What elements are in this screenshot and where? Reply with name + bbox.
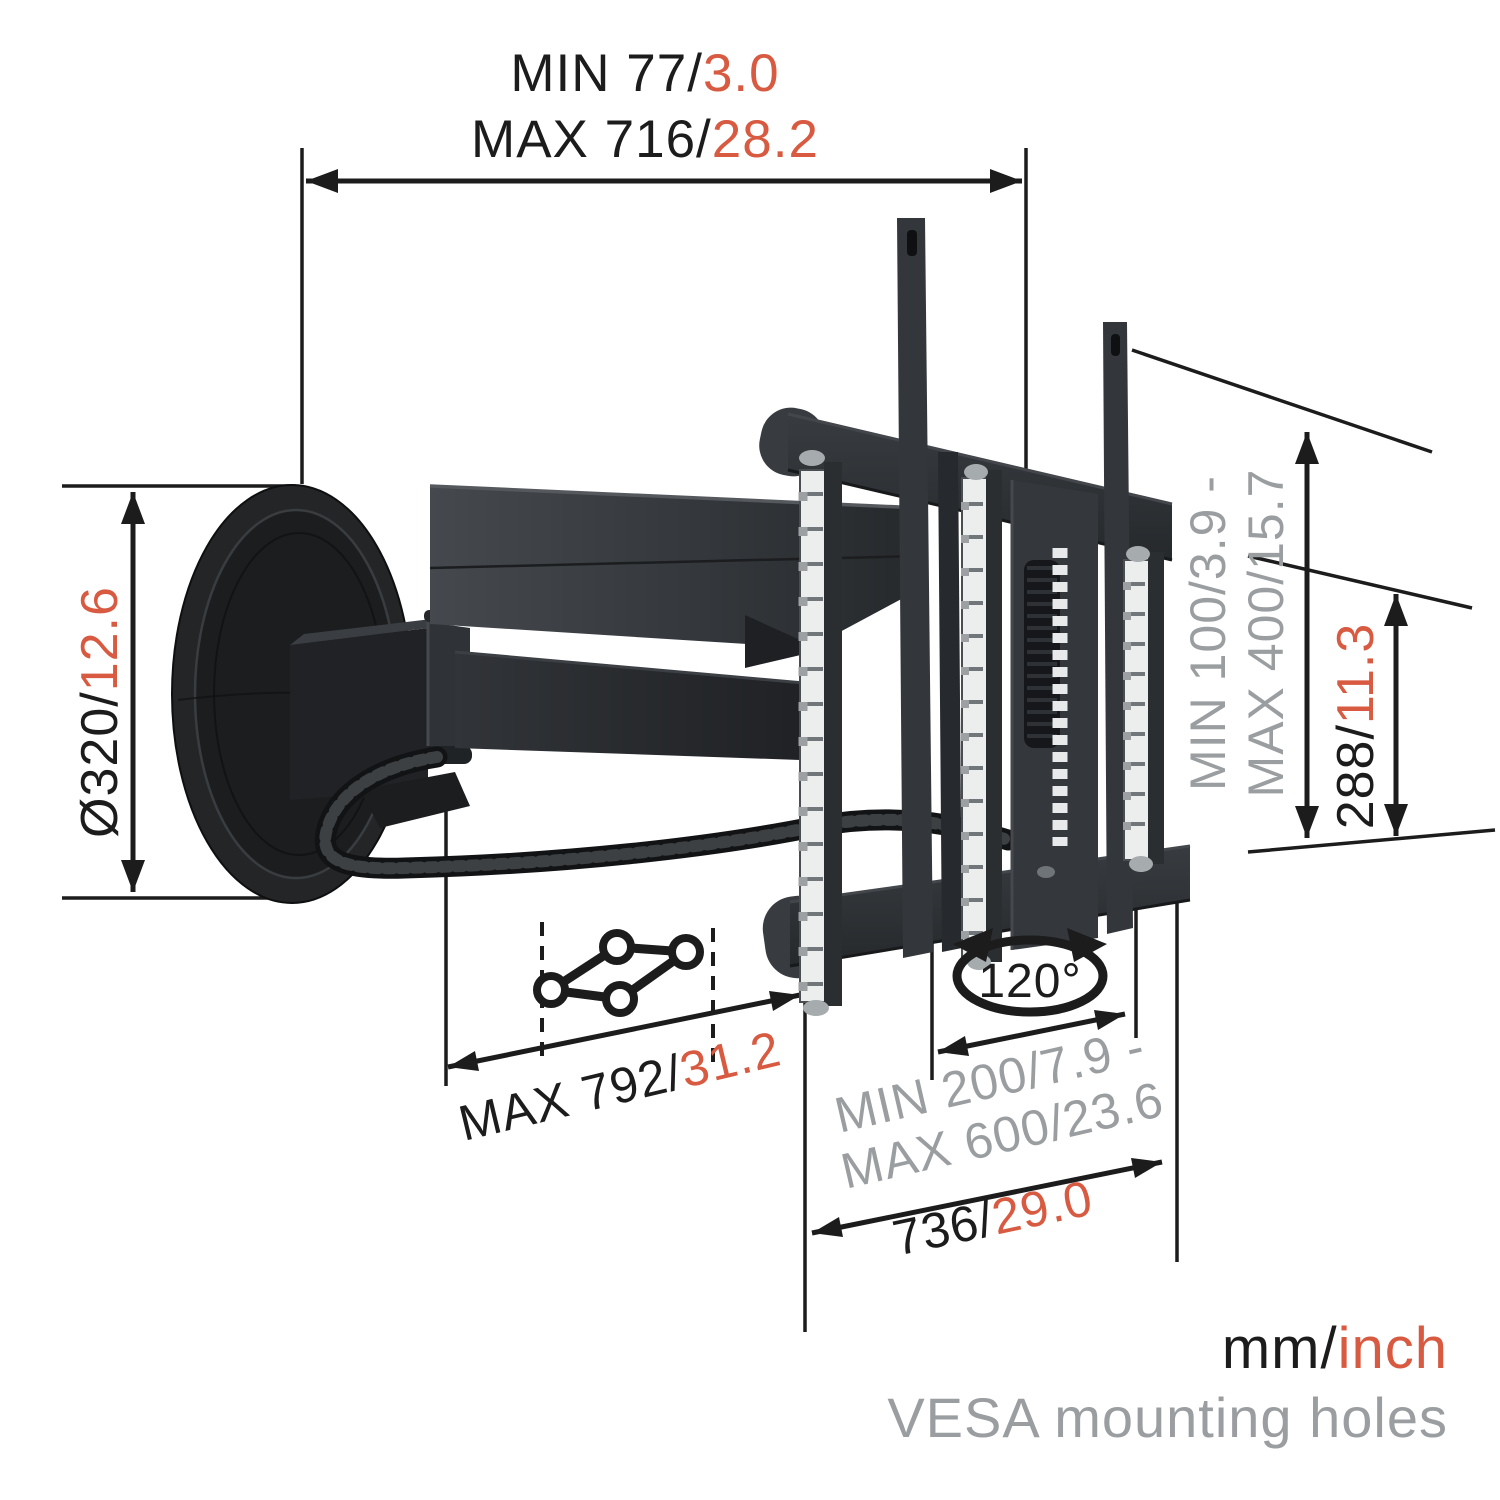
- units-legend: mm/inch: [1221, 1316, 1448, 1381]
- vesa-vertical-range-label: MIN 100/3.9 - MAX 400/15.7: [1180, 468, 1294, 798]
- depth-range-label-max: MAX 716/28.2: [471, 110, 819, 169]
- bracket-height-label: 288/11.3: [1327, 622, 1385, 830]
- vesa-hole-pattern-icon: [533, 929, 704, 1017]
- depth-range-label-min: MIN 77/3.0: [510, 44, 780, 103]
- swivel-rotation-icon: [952, 928, 1108, 1017]
- lower-arm: [454, 650, 816, 760]
- vesa-strips: [798, 450, 1164, 1016]
- upper-arm: [429, 484, 923, 668]
- swivel-hub: [290, 605, 472, 828]
- swivel-angle-label: 120°: [978, 955, 1082, 1008]
- power-cable: [314, 746, 1019, 879]
- tv-mount-illustration: [171, 218, 1191, 1016]
- vesa-legend: VESA mounting holes: [887, 1386, 1448, 1449]
- wall-plate-diameter-label: Ø320/12.6: [71, 586, 129, 838]
